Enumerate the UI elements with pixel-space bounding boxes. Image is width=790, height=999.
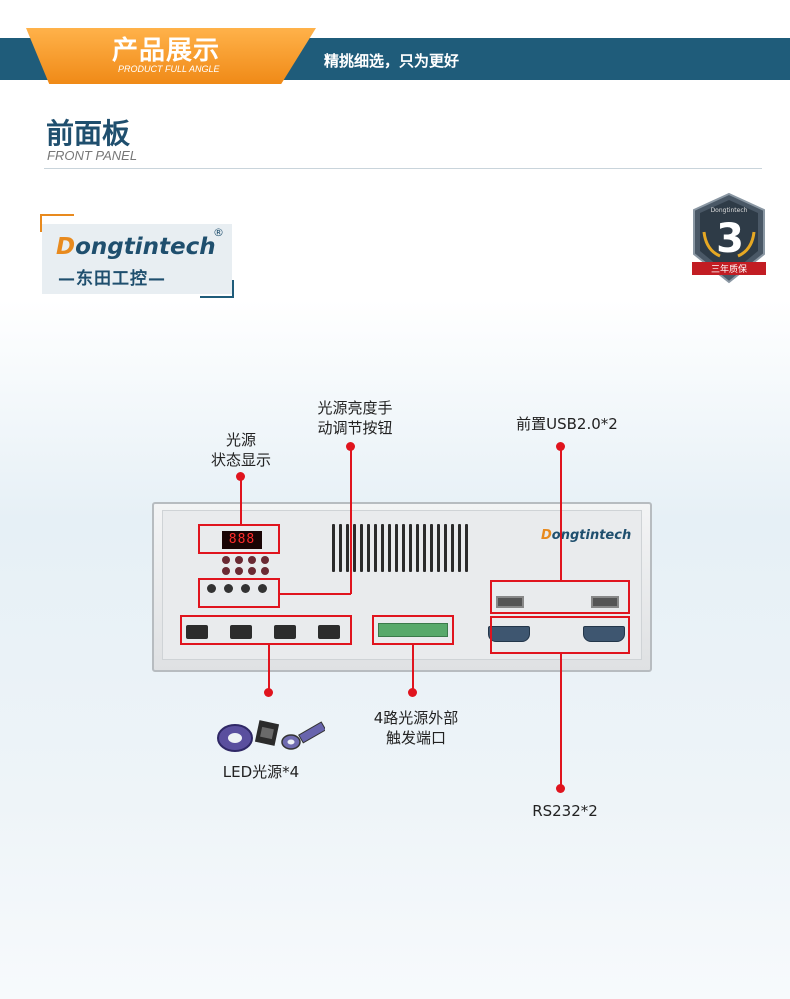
callout-dot [408,688,417,697]
light-port [318,625,340,639]
callout-line [350,446,352,594]
rs232-port-icon [488,626,530,642]
callout-box-trigger [372,615,454,645]
device-brand-logo: Dongtintech [541,528,632,543]
trigger-terminal-block [378,623,448,637]
label-led-sources: LED光源*4 [222,763,300,781]
led-light-ports [186,625,340,639]
callout-line [412,645,414,691]
label-brightness-buttons: 光源亮度手 动调节按钮 [317,399,393,437]
callout-dot [556,784,565,793]
section-subtitle: FRONT PANEL [47,148,138,163]
logo-corner-decoration [40,214,74,232]
callout-box-light-ports [180,615,352,645]
button-icon [224,584,233,593]
label-trigger-ports: 4路光源外部 触发端口 [373,709,459,747]
button-icon [241,584,250,593]
led-lights-icon [217,720,325,752]
light-port [186,625,208,639]
brand-logo-text: Dongtintech [56,234,216,260]
label-rs232: RS232*2 [532,802,598,820]
light-port [230,625,252,639]
header-title: 产品展示 [112,36,221,66]
callout-box-usb [490,580,630,614]
registered-mark: ® [213,226,224,239]
badge-caption: 三年质保 [711,263,747,275]
callout-line [280,593,351,595]
header-slogan: 精挑细选，只为更好 [324,52,460,70]
button-icon [258,584,267,593]
warranty-badge-icon: Dongtintech 3 三年质保 [692,192,766,284]
callout-line [560,654,562,786]
callout-box-rs232 [490,616,630,654]
brand-logo-chinese: —东田工控— [58,269,166,289]
rs232-port-icon [583,626,625,642]
section-divider [44,168,762,169]
header-subtitle: PRODUCT FULL ANGLE [118,64,220,74]
button-icon [207,584,216,593]
callout-box-display [198,524,280,554]
callout-line [240,476,242,524]
callout-box-buttons [198,578,280,608]
badge-brand: Dongtintech [711,207,748,214]
section-title: 前面板 [46,117,131,150]
brand-logo-box [42,224,232,294]
callout-line [268,645,270,691]
header-tab [26,28,316,84]
logo-corner-decoration [200,280,234,298]
label-status-display: 光源 状态显示 [210,431,271,469]
callout-line [560,446,562,580]
vent-grille [332,524,472,572]
label-usb: 前置USB2.0*2 [516,415,618,433]
status-led-grid [222,556,269,575]
usb-port-icon [496,596,524,608]
led-status-display: 888 [222,531,262,549]
brightness-button-row [207,584,267,593]
light-port [274,625,296,639]
usb-port-icon [591,596,619,608]
callout-dot [264,688,273,697]
